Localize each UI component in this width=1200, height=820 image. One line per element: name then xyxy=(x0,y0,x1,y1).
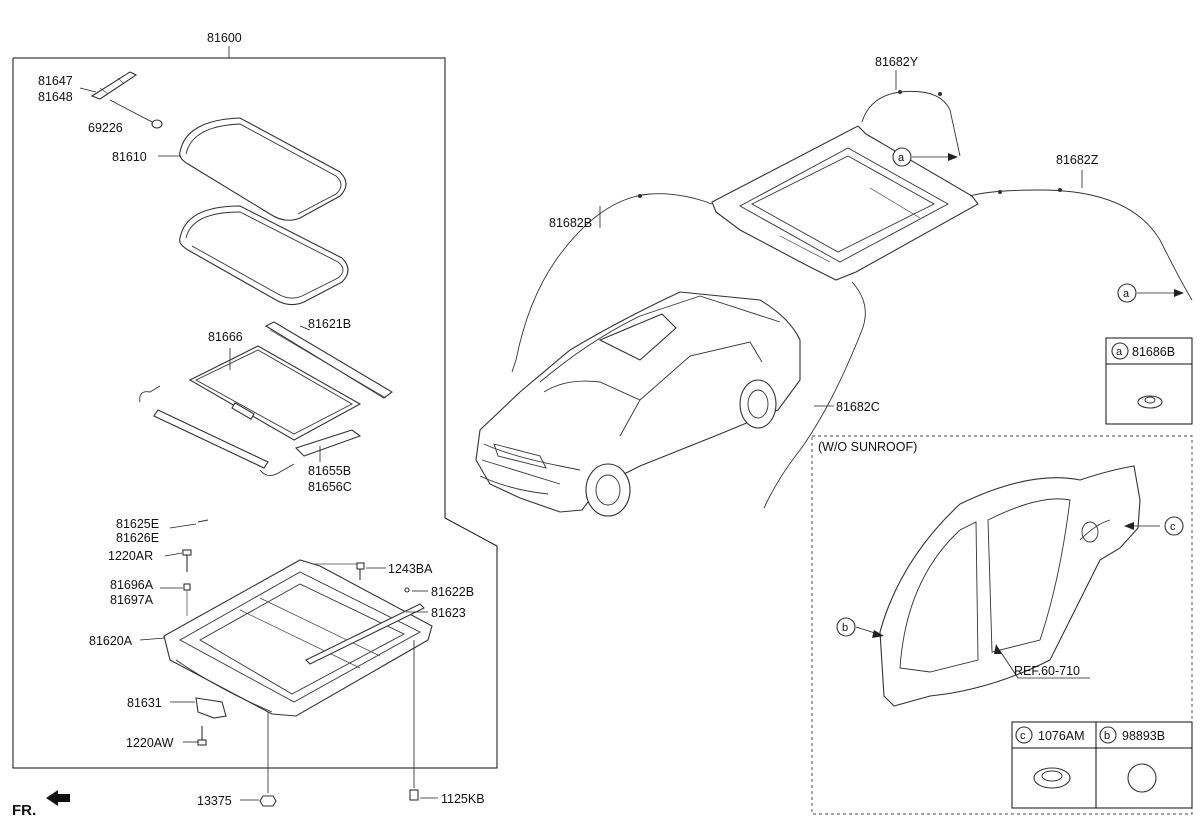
label-81655B: 81655B xyxy=(308,464,351,478)
label-1220AW: 1220AW xyxy=(126,736,174,750)
label-81626E: 81626E xyxy=(116,531,159,545)
legend-b-part: 98893B xyxy=(1122,729,1165,743)
label-81697A: 81697A xyxy=(110,593,154,607)
label-81666: 81666 xyxy=(208,330,243,344)
label-81648: 81648 xyxy=(38,90,73,104)
legend-a-part: 81686B xyxy=(1132,345,1175,359)
side-tube-part xyxy=(139,385,295,476)
label-81682Z: 81682Z xyxy=(1056,153,1099,167)
sunshade-part xyxy=(188,345,362,441)
deflector-bracket-part xyxy=(79,71,138,100)
car-illustration xyxy=(475,291,801,517)
clip-81696A-part xyxy=(160,583,191,616)
drain-hose-81682Y xyxy=(861,70,961,157)
label-81623: 81623 xyxy=(431,606,466,620)
ref-callout: REF.60-710 xyxy=(994,644,1090,679)
label-81682C: 81682C xyxy=(836,400,880,414)
front-arrow-icon xyxy=(46,790,70,806)
nut-13375-part xyxy=(240,712,277,807)
label-81656C: 81656C xyxy=(308,480,352,494)
no-sunroof-section: (W/O SUNROOF) c b REF.60-710 xyxy=(811,435,1193,815)
label-81622B: 81622B xyxy=(431,585,474,599)
legend-c-part: 1076AM xyxy=(1038,729,1085,743)
sunroof-glass-part xyxy=(158,117,347,221)
label-1243BA: 1243BA xyxy=(388,562,433,576)
front-direction-marker: FR. xyxy=(12,790,70,819)
callout-a-upper-letter: a xyxy=(898,152,905,164)
roof-frame-illustration xyxy=(711,125,979,281)
label-69226: 69226 xyxy=(88,121,123,135)
guide-part xyxy=(294,429,362,462)
legend-cb-table: c 1076AM b 98893B xyxy=(1011,721,1193,809)
cap-69226-part xyxy=(109,99,163,129)
label-81682B: 81682B xyxy=(549,216,592,230)
drain-hose-81682B xyxy=(511,193,713,373)
label-81682Y: 81682Y xyxy=(875,55,919,69)
label-81631: 81631 xyxy=(127,696,162,710)
sunshade-rail-part xyxy=(264,321,393,399)
callout-a-upper: a xyxy=(892,147,958,167)
label-81696A: 81696A xyxy=(110,578,154,592)
legend-a-letter: a xyxy=(1116,346,1123,358)
callout-c-letter: c xyxy=(1170,521,1176,533)
label-1125KB: 1125KB xyxy=(441,792,485,806)
pin-81625E-part xyxy=(169,519,209,529)
no-sunroof-title: (W/O SUNROOF) xyxy=(818,440,917,454)
label-81600: 81600 xyxy=(207,31,242,45)
label-81620A: 81620A xyxy=(89,634,133,648)
label-13375: 13375 xyxy=(197,794,232,808)
front-label: FR. xyxy=(12,802,36,819)
label-81610: 81610 xyxy=(112,150,147,164)
assembly-81600-frame: 81600 xyxy=(12,31,498,769)
callout-b-panel: b xyxy=(836,617,884,638)
screw-1243BA-part xyxy=(312,562,386,580)
label-81647: 81647 xyxy=(38,74,73,88)
motor-81631-part xyxy=(170,697,227,719)
bolt-1125KB-part xyxy=(409,640,438,801)
callout-c-panel: c xyxy=(1124,516,1184,536)
callout-b-letter: b xyxy=(842,622,848,634)
legend-b-letter: b xyxy=(1104,730,1110,742)
label-81621B: 81621B xyxy=(308,317,351,331)
label-1220AR: 1220AR xyxy=(108,549,153,563)
label-81625E: 81625E xyxy=(116,517,159,531)
bolt-1220AR-part xyxy=(164,549,192,572)
ref-label: REF.60-710 xyxy=(1014,664,1080,678)
bracket-81622B-part xyxy=(404,587,428,613)
drain-hose-81682C xyxy=(763,281,866,509)
callout-a-right-letter: a xyxy=(1123,288,1130,300)
legend-a-box: a 81686B xyxy=(1105,337,1193,425)
legend-c-letter: c xyxy=(1020,730,1026,742)
callout-a-right: a xyxy=(1117,283,1184,303)
glass-seal-part xyxy=(179,205,349,306)
screw-1220AW-part xyxy=(183,726,207,746)
sunroof-frame-part xyxy=(163,559,433,717)
drain-hose-81682Z xyxy=(969,170,1193,301)
side-panel-illustration xyxy=(879,465,1141,707)
